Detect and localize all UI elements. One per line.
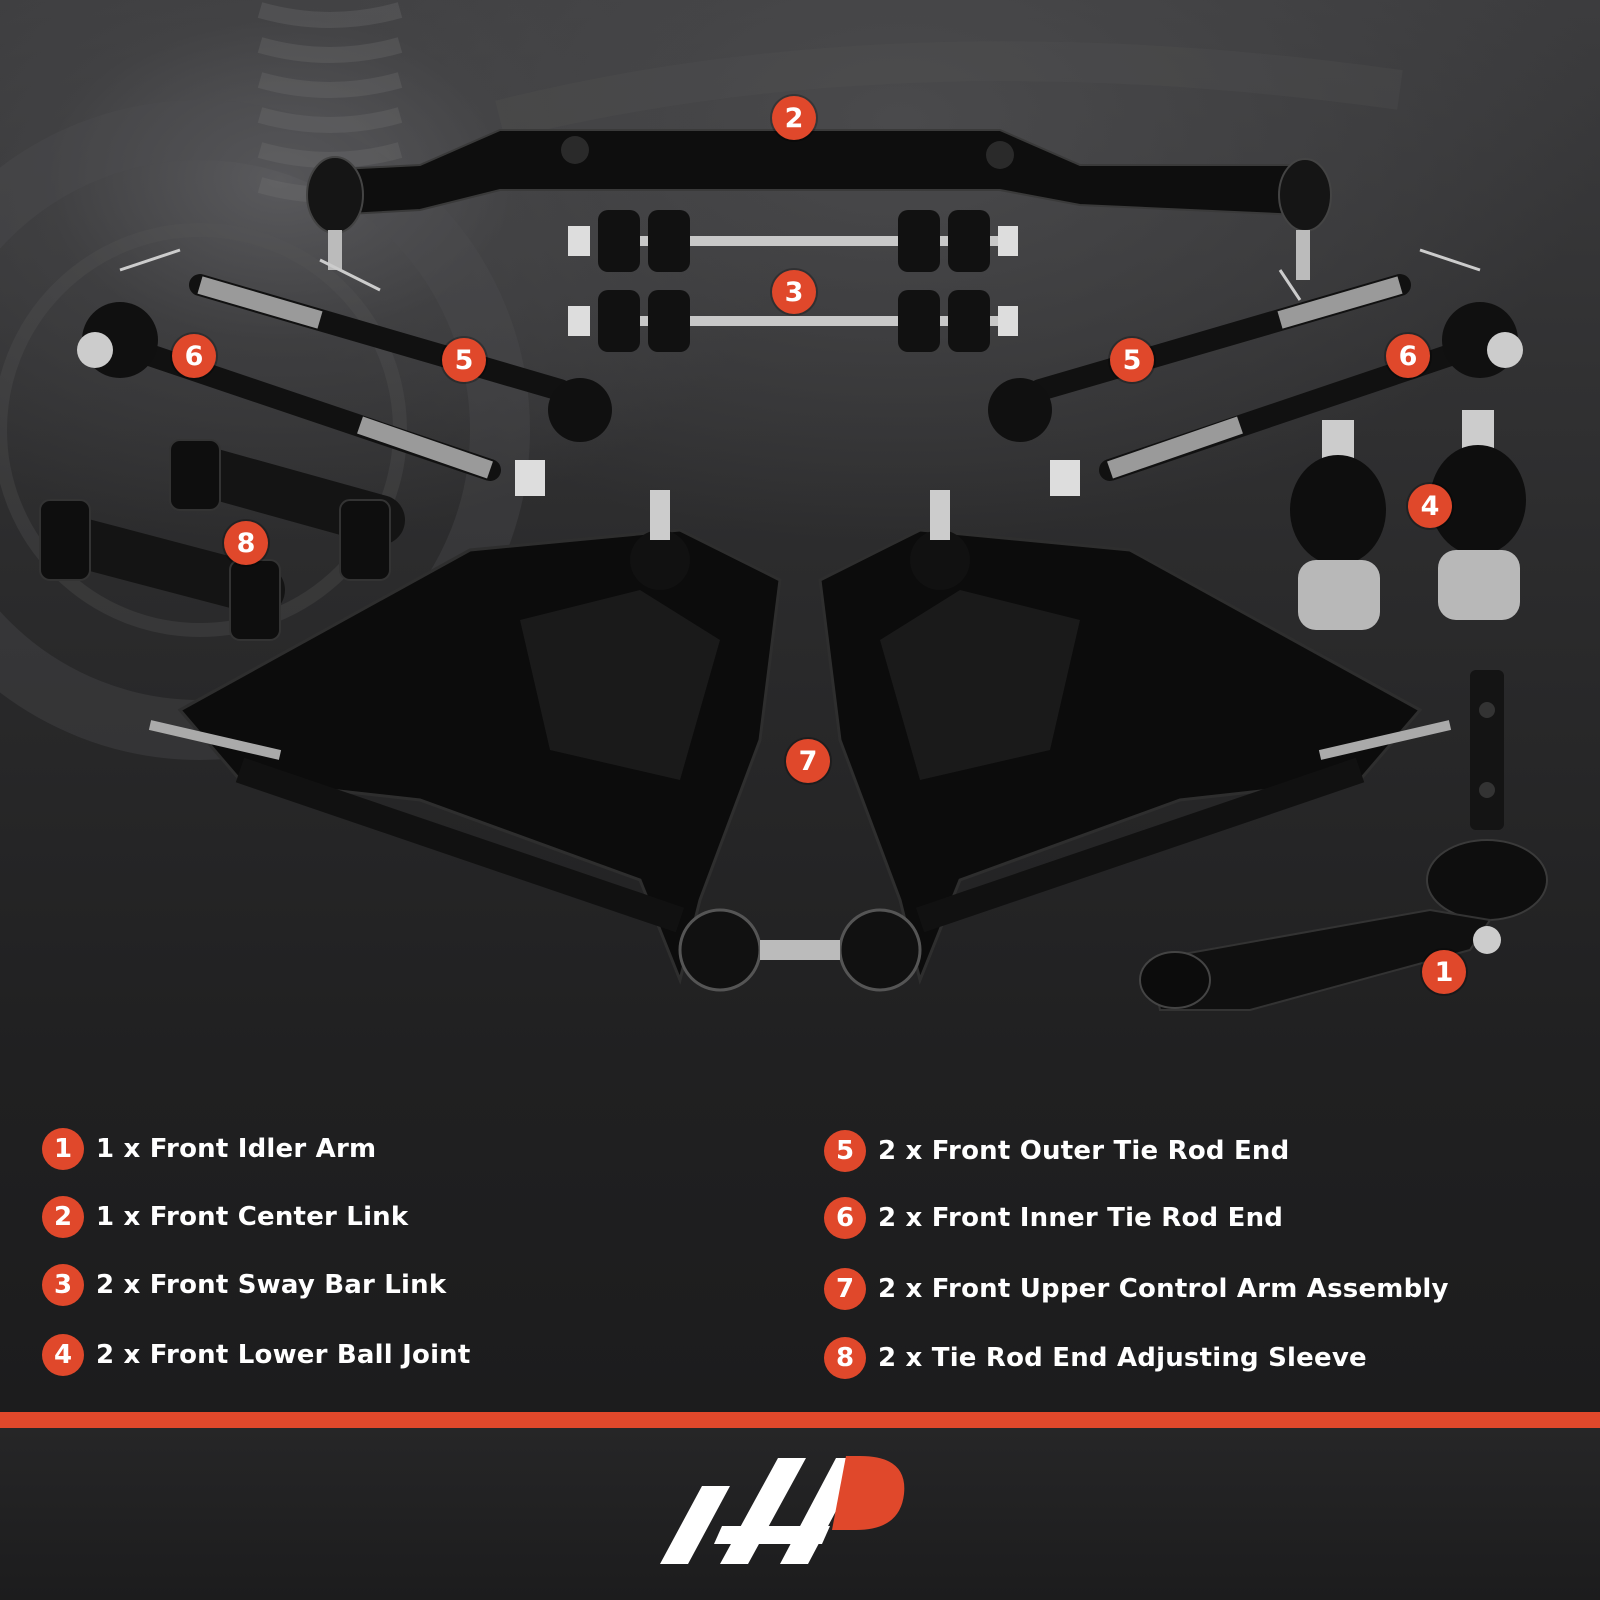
callout-badge-8: 8 (224, 521, 268, 565)
callout-badge-5-right: 5 (1110, 338, 1154, 382)
callout-badge-6-right: 6 (1386, 334, 1430, 378)
sway-bar-link-part (568, 210, 1018, 352)
callout-badge-3: 3 (772, 270, 816, 314)
legend-item-text: 2 x Front Lower Ball Joint (96, 1340, 471, 1370)
callout-badge-4: 4 (1408, 484, 1452, 528)
legend-item-text: 1 x Front Idler Arm (96, 1134, 377, 1164)
legend-item-5: 5 2 x Front Outer Tie Rod End (824, 1128, 1289, 1174)
ball-joint-parts (1290, 410, 1526, 630)
brand-footer (0, 1428, 1600, 1600)
adjusting-sleeve-parts (39, 439, 405, 641)
legend-number-badge: 7 (824, 1268, 866, 1310)
legend-item-text: 2 x Front Upper Control Arm Assembly (878, 1274, 1449, 1304)
legend-number-badge: 1 (42, 1128, 84, 1170)
accent-stripe (0, 1412, 1600, 1428)
ap-logo-icon (660, 1456, 905, 1564)
legend-item-1: 1 1 x Front Idler Arm (42, 1126, 376, 1172)
legend-number-badge: 5 (824, 1130, 866, 1172)
parts-legend: 1 1 x Front Idler Arm 2 1 x Front Center… (0, 1060, 1600, 1410)
legend-item-7: 7 2 x Front Upper Control Arm Assembly (824, 1266, 1449, 1312)
legend-number-badge: 6 (824, 1197, 866, 1239)
idler-arm-part (1139, 670, 1548, 1011)
callout-badge-2: 2 (772, 96, 816, 140)
legend-item-text: 2 x Front Inner Tie Rod End (878, 1203, 1284, 1233)
legend-item-3: 3 2 x Front Sway Bar Link (42, 1262, 446, 1308)
callout-badge-6-left: 6 (172, 334, 216, 378)
legend-item-text: 2 x Front Sway Bar Link (96, 1270, 447, 1300)
legend-item-4: 4 2 x Front Lower Ball Joint (42, 1332, 471, 1378)
legend-number-badge: 3 (42, 1264, 84, 1306)
right-upper-control-arm-part (800, 490, 1452, 992)
callout-badge-5-left: 5 (442, 338, 486, 382)
legend-number-badge: 2 (42, 1196, 84, 1238)
legend-number-badge: 8 (824, 1337, 866, 1379)
legend-item-text: 1 x Front Center Link (96, 1202, 409, 1232)
legend-item-6: 6 2 x Front Inner Tie Rod End (824, 1195, 1283, 1241)
legend-item-text: 2 x Front Outer Tie Rod End (878, 1136, 1290, 1166)
center-link-part (306, 129, 1332, 301)
callout-badge-1: 1 (1422, 950, 1466, 994)
legend-number-badge: 4 (42, 1334, 84, 1376)
left-upper-control-arm-part (148, 490, 800, 992)
legend-item-8: 8 2 x Tie Rod End Adjusting Sleeve (824, 1335, 1367, 1381)
legend-item-2: 2 1 x Front Center Link (42, 1194, 408, 1240)
product-photo-area: 2 3 6 5 5 6 4 8 7 1 (0, 0, 1600, 1060)
callout-badge-7: 7 (786, 739, 830, 783)
left-tie-rod-parts (77, 248, 612, 496)
legend-item-text: 2 x Tie Rod End Adjusting Sleeve (878, 1343, 1367, 1373)
